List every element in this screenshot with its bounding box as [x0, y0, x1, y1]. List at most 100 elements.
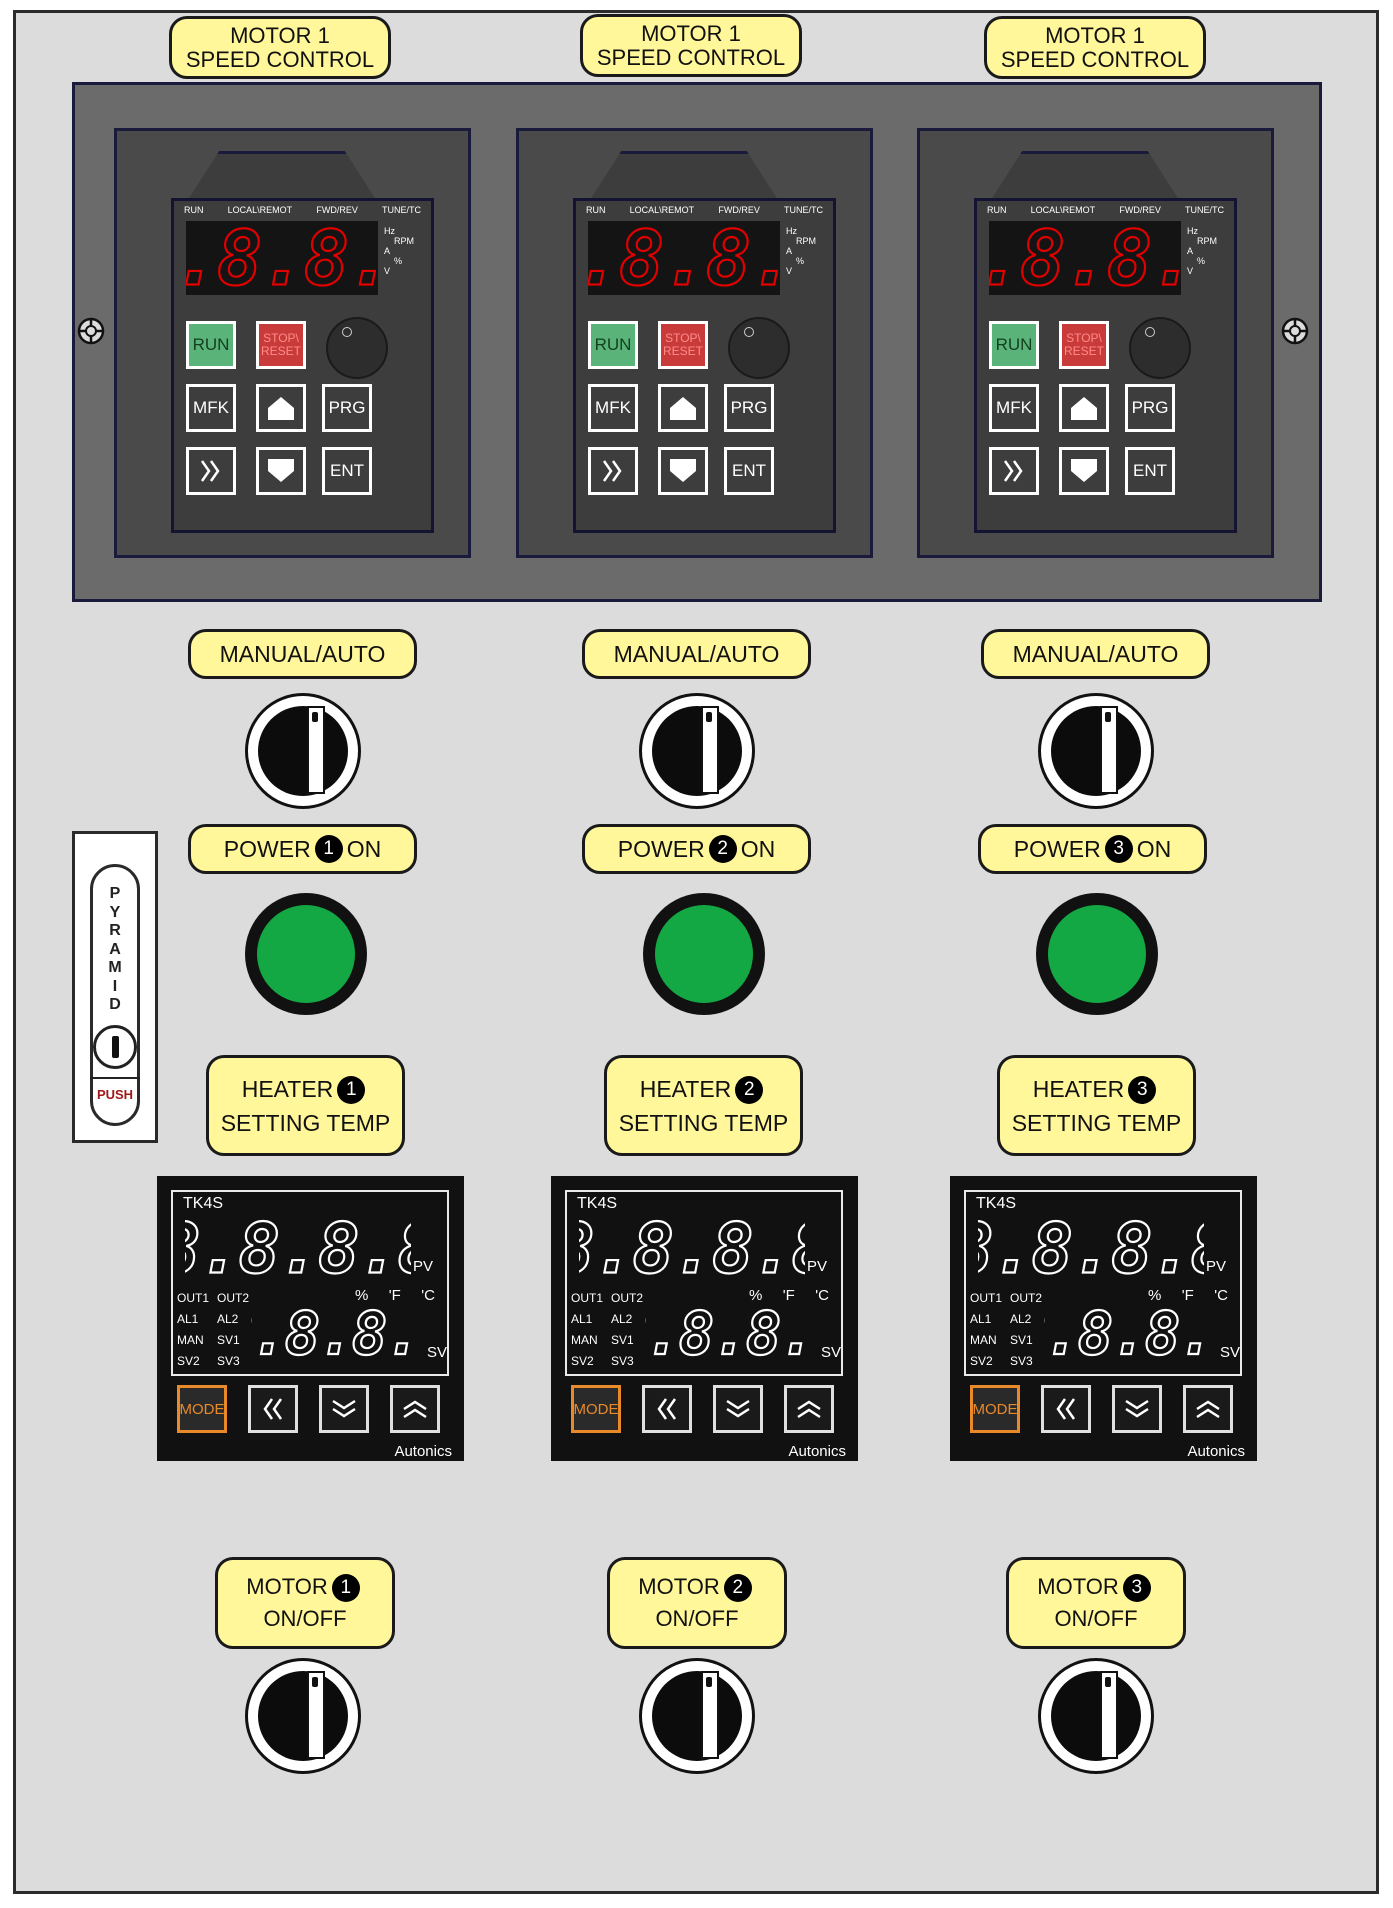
motor-onoff-text: ON/OFF: [1054, 1606, 1138, 1631]
vfd-speed-potentiometer[interactable]: [1129, 317, 1191, 379]
key-icon[interactable]: [93, 1025, 137, 1069]
vfd-run-button[interactable]: RUN: [588, 321, 638, 369]
vfd-down-button[interactable]: [256, 447, 306, 495]
display-digits: 8.8.8.8: [251, 1304, 419, 1362]
vfd-unit-label: A: [1187, 246, 1194, 256]
vfd-speed-potentiometer[interactable]: [326, 317, 388, 379]
vfd-indicator-label: LOCAL\REMOT: [227, 205, 293, 215]
vfd-ent-button[interactable]: ENT: [1125, 447, 1175, 495]
controller-model: TK4S: [183, 1195, 224, 1212]
vfd-prg-button[interactable]: PRG: [724, 384, 774, 432]
vfd-unit-label: RPM: [394, 236, 414, 246]
vfd-stop-reset-button[interactable]: STOP\RESET: [658, 321, 708, 369]
vfd-mfk-button[interactable]: MFK: [186, 384, 236, 432]
number-badge: 1: [337, 1076, 366, 1105]
heater-setting-text: SETTING TEMP: [220, 1109, 391, 1136]
vfd-unit-label: A: [384, 246, 391, 256]
vfd-top-tab: [586, 151, 782, 206]
unit-label: 'C: [815, 1287, 829, 1304]
double-chevron-right-icon: [1003, 460, 1023, 482]
annunciator: AL1: [970, 1312, 992, 1326]
annunciator: SV3: [1010, 1354, 1033, 1368]
double-chevron-down-icon: [726, 1399, 750, 1418]
double-chevron-left-icon: [263, 1398, 283, 1420]
motor-onoff-selector-3[interactable]: [1038, 1658, 1154, 1774]
vfd-ent-button[interactable]: ENT: [724, 447, 774, 495]
manual-auto-text: MANUAL/AUTO: [219, 640, 386, 667]
sv-display: 8.8.8.8: [216, 1298, 456, 1369]
vfd-title-3: MOTOR 1 SPEED CONTROL: [984, 16, 1206, 79]
vfd-up-button[interactable]: [1059, 384, 1109, 432]
temperature-controller-3: TK4S 8.8.8.8 PV %'F'C OUT1OUT2AL1AL2MANS…: [950, 1176, 1257, 1461]
controller-mode-button[interactable]: MODE: [177, 1385, 227, 1433]
controller-down-button[interactable]: [1112, 1385, 1162, 1433]
temperature-controller-1: TK4S 8.8.8.8 PV %'F'C OUT1OUT2AL1AL2MANS…: [157, 1176, 464, 1461]
manual-auto-selector-2[interactable]: [639, 693, 755, 809]
controller-mode-button[interactable]: MODE: [970, 1385, 1020, 1433]
vfd-prg-button[interactable]: PRG: [1125, 384, 1175, 432]
vfd-prg-button[interactable]: PRG: [322, 384, 372, 432]
annunciator: SV1: [611, 1333, 634, 1347]
manual-auto-text: MANUAL/AUTO: [1012, 640, 1179, 667]
number-badge: 3: [1122, 1574, 1151, 1603]
vfd-stop-reset-button[interactable]: STOP\RESET: [256, 321, 306, 369]
manual-auto-selector-1[interactable]: [245, 693, 361, 809]
sv-display: 8.8.8.8: [1009, 1298, 1249, 1369]
motor-text: MOTOR: [246, 1574, 328, 1599]
vfd-up-button[interactable]: [256, 384, 306, 432]
manual-auto-selector-3[interactable]: [1038, 693, 1154, 809]
vfd-unit-label: %: [796, 256, 805, 266]
unit-label: %: [355, 1287, 369, 1304]
controller-up-button[interactable]: [784, 1385, 834, 1433]
vfd-run-button[interactable]: RUN: [186, 321, 236, 369]
controller-up-button[interactable]: [390, 1385, 440, 1433]
vfd-up-button[interactable]: [658, 384, 708, 432]
controller-up-button[interactable]: [1183, 1385, 1233, 1433]
controller-model: TK4S: [976, 1195, 1017, 1212]
vfd-run-button[interactable]: RUN: [989, 321, 1039, 369]
controller-shift-button[interactable]: [248, 1385, 298, 1433]
vfd-shift-button[interactable]: [186, 447, 236, 495]
vfd-unit-label: %: [1197, 256, 1206, 266]
vfd-speed-potentiometer[interactable]: [728, 317, 790, 379]
manual-auto-label-1: MANUAL/AUTO: [188, 629, 417, 679]
vfd-shift-button[interactable]: [588, 447, 638, 495]
power-lamp-3: [1036, 893, 1158, 1015]
up-arrow-icon: [1071, 397, 1097, 420]
controller-shift-button[interactable]: [642, 1385, 692, 1433]
vfd-down-button[interactable]: [658, 447, 708, 495]
vfd-top-tab: [184, 151, 380, 206]
heater-text: HEATER: [1032, 1075, 1125, 1102]
motor-onoff-selector-1[interactable]: [245, 1658, 361, 1774]
double-chevron-right-icon: [602, 460, 622, 482]
motor-onoff-selector-2[interactable]: [639, 1658, 755, 1774]
push-text: PUSH: [96, 1087, 134, 1102]
vfd-display: 8.8.8.8: [531, 214, 839, 304]
annunciator: SV1: [217, 1333, 240, 1347]
vfd-down-button[interactable]: [1059, 447, 1109, 495]
controller-down-button[interactable]: [319, 1385, 369, 1433]
vfd-stop-reset-button[interactable]: STOP\RESET: [1059, 321, 1109, 369]
annunciator: MAN: [970, 1333, 997, 1347]
annunciator: MAN: [571, 1333, 598, 1347]
vfd-shift-button[interactable]: [989, 447, 1039, 495]
vfd-indicator-label: RUN: [586, 205, 606, 215]
controller-down-button[interactable]: [713, 1385, 763, 1433]
vfd-mfk-button[interactable]: MFK: [588, 384, 638, 432]
vfd-ent-button[interactable]: ENT: [322, 447, 372, 495]
controller-shift-button[interactable]: [1041, 1385, 1091, 1433]
vfd-mfk-button[interactable]: MFK: [989, 384, 1039, 432]
display-digits: 8.8.8.8: [978, 1214, 1204, 1282]
power-on-text: ON: [740, 835, 776, 862]
vfd-display: 8.8.8.8: [129, 214, 437, 304]
vfd-unit-label: V: [1187, 266, 1194, 276]
controller-mode-button[interactable]: MODE: [571, 1385, 621, 1433]
